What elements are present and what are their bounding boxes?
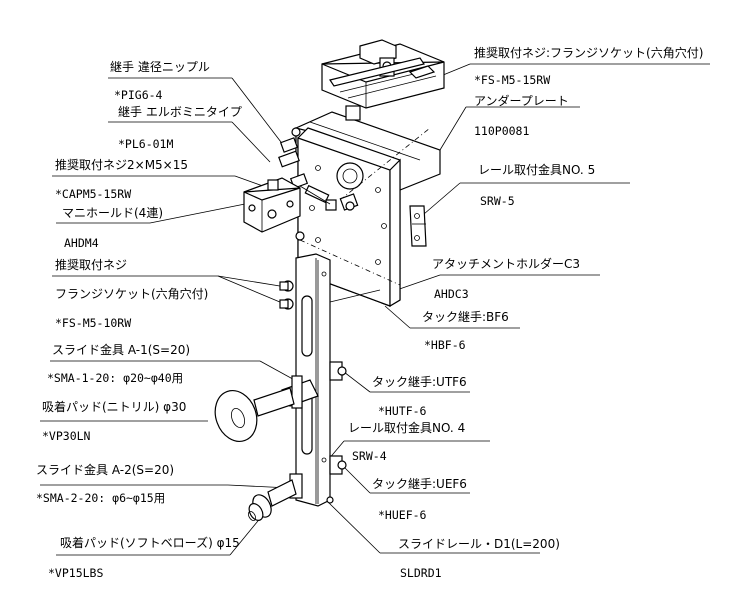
slide-a1-part: *SMA-1-20: φ20~φ40用 bbox=[47, 371, 184, 385]
slide-rail-title: スライドレール・D1(L=200) bbox=[398, 537, 560, 551]
slide-fitting-a1 bbox=[214, 375, 319, 442]
vacuum-pad30-part: *VP30LN bbox=[42, 429, 91, 443]
screw-title: 推奨取付ネジ2×M5×15 bbox=[55, 158, 189, 172]
manifold-part: AHDM4 bbox=[64, 236, 99, 250]
manifold bbox=[243, 177, 301, 233]
vacuum-pad30-title: 吸着パッド(ニトリル) φ30 bbox=[42, 400, 187, 414]
tack-joint-uef6-title: タック継手:UEF6 bbox=[372, 477, 467, 491]
tack-joints bbox=[329, 289, 381, 475]
attach-holder-part: AHDC3 bbox=[434, 287, 469, 301]
rail-bracket5-title: レール取付金具NO. 5 bbox=[478, 163, 596, 177]
tack-joint-utf6-title: タック継手:UTF6 bbox=[372, 375, 467, 389]
joint-elbow-title: 継手 エルボミニタイプ bbox=[118, 105, 242, 119]
rail-bracket4-part: SRW-4 bbox=[352, 449, 387, 463]
attach-holder-title: アタッチメントホルダーC3 bbox=[432, 257, 581, 271]
under-plate-part: 110P0081 bbox=[474, 124, 530, 138]
rail-bracket5-part: SRW-5 bbox=[480, 194, 515, 208]
under-plate-title: アンダープレート bbox=[474, 94, 569, 108]
mounting-bolts bbox=[291, 127, 355, 504]
tack-joint-bf6-part: *HBF-6 bbox=[424, 338, 466, 352]
joint-elbow-part: *PL6-01M bbox=[118, 137, 174, 151]
manifold-title: マニホールド(4連) bbox=[62, 206, 163, 220]
flange-socket-top-title: 推奨取付ネジ:フランジソケット(六角穴付) bbox=[474, 46, 704, 60]
rail-bracket4-title: レール取付金具NO. 4 bbox=[348, 421, 466, 435]
flange-socket-part: *FS-M5-10RW bbox=[55, 316, 132, 330]
slide-a2-title: スライド金具 A-2(S=20) bbox=[36, 463, 175, 477]
joint-reducer-part: *PIG6-4 bbox=[114, 88, 163, 102]
tack-joint-bf6-title: タック継手:BF6 bbox=[422, 310, 509, 324]
flange-socket-title: フランジソケット(六角穴付) bbox=[55, 287, 209, 301]
slide-a2-part: *SMA-2-20: φ6~φ15用 bbox=[36, 491, 166, 505]
tack-joint-utf6-part: *HUTF-6 bbox=[378, 404, 427, 418]
vacuum-pad15-part: *VP15LBS bbox=[48, 566, 104, 580]
flange-socket-top-part: *FS-M5-15RW bbox=[474, 73, 551, 87]
rail-bracket-5 bbox=[409, 205, 427, 247]
tack-joint-uef6-part: *HUEF-6 bbox=[378, 508, 427, 522]
slide-fitting-a2 bbox=[247, 473, 303, 521]
joint-reducer-title: 継手 違径ニップル bbox=[110, 60, 210, 74]
screw-part: *CAPM5-15RW bbox=[55, 187, 132, 201]
recommended-screw-title: 推奨取付ネジ bbox=[55, 258, 128, 272]
slide-a1-title: スライド金具 A-1(S=20) bbox=[52, 343, 191, 357]
vacuum-pad15-title: 吸着パッド(ソフトベローズ) φ15 bbox=[60, 536, 240, 550]
slide-rail-part: SLDRD1 bbox=[400, 566, 442, 580]
top-actuator bbox=[321, 39, 445, 109]
slide-rail bbox=[279, 253, 331, 507]
